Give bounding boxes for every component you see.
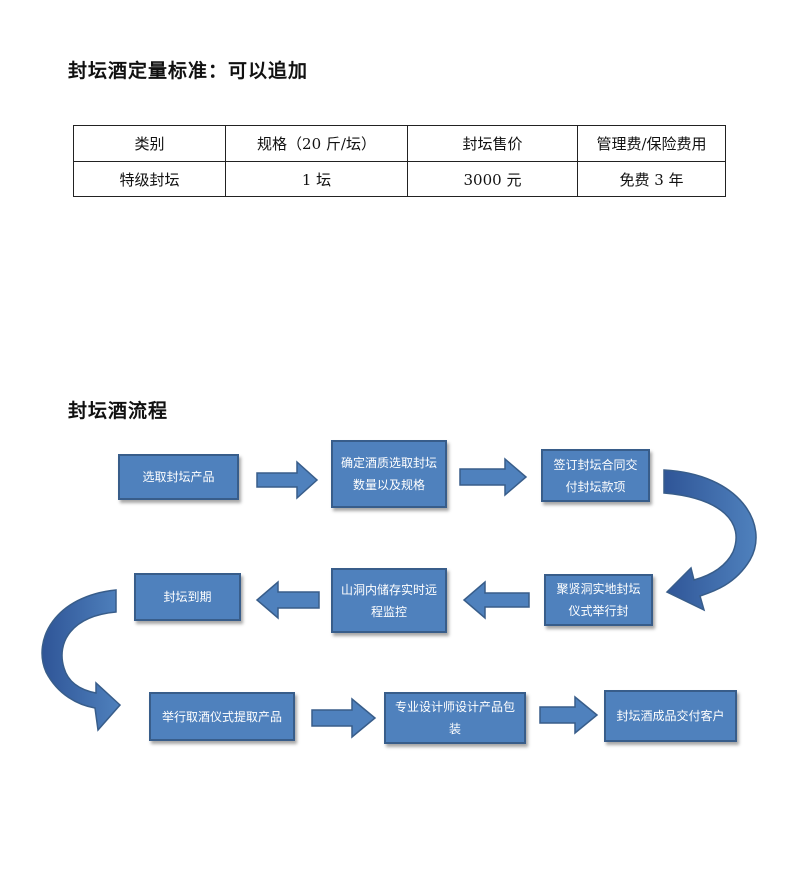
col-header-fee: 管理费/保险费用 — [577, 125, 726, 162]
arrow-right-icon — [539, 695, 599, 735]
cell-spec: 1 坛 — [225, 161, 408, 197]
arrow-right-icon — [459, 457, 528, 497]
flow-step-confirm-quality: 确定酒质选取封坛数量以及规格 — [331, 440, 447, 508]
curved-arrow-icon — [663, 469, 757, 612]
flow-step-sealing-ceremony: 聚贤洞实地封坛仪式举行封 — [544, 574, 653, 626]
arrow-right-icon — [311, 697, 377, 739]
table-header-row: 类别 规格（20 斤/坛） 封坛售价 管理费/保险费用 — [73, 125, 726, 162]
arrow-right-icon — [256, 460, 319, 500]
flow-step-withdraw-ceremony: 举行取酒仪式提取产品 — [149, 692, 295, 741]
cell-price: 3000 元 — [407, 161, 578, 197]
price-table: 类别 规格（20 斤/坛） 封坛售价 管理费/保险费用 特级封坛 1 坛 300… — [73, 125, 726, 197]
col-header-spec: 规格（20 斤/坛） — [225, 125, 408, 162]
table-row: 特级封坛 1 坛 3000 元 免费 3 年 — [73, 161, 726, 197]
section-title-process: 封坛酒流程 — [68, 400, 169, 422]
flow-step-expiry: 封坛到期 — [134, 573, 241, 621]
cell-fee: 免费 3 年 — [577, 161, 726, 197]
arrow-left-icon — [255, 580, 320, 620]
col-header-category: 类别 — [73, 125, 226, 162]
arrow-left-icon — [462, 580, 530, 620]
section-title-standard: 封坛酒定量标准：可以追加 — [68, 60, 309, 82]
cell-category: 特级封坛 — [73, 161, 226, 197]
flow-step-cave-storage: 山洞内储存实时远程监控 — [331, 568, 447, 633]
col-header-price: 封坛售价 — [407, 125, 578, 162]
flow-step-sign-contract: 签订封坛合同交付封坛款项 — [541, 449, 650, 502]
flow-step-package-design: 专业设计师设计产品包装 — [384, 692, 526, 744]
flow-step-select-product: 选取封坛产品 — [118, 454, 239, 500]
curved-arrow-icon — [41, 589, 122, 732]
flow-step-delivery: 封坛酒成品交付客户 — [604, 690, 737, 742]
